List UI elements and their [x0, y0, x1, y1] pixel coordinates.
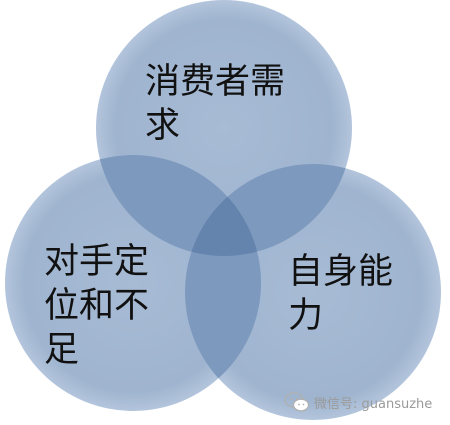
circle-label-line: 消费者需	[145, 62, 286, 102]
circle-label-line: 对手定	[44, 242, 150, 282]
overlap-top-right	[185, 164, 352, 256]
watermark-text: 微信号: guansuzhe	[314, 396, 433, 412]
label-own-capability: 自身能力	[288, 250, 408, 338]
circle-label-line: 力	[288, 296, 324, 336]
circle-label-line: 自身能	[288, 252, 394, 292]
label-competitor-positioning: 对手定位和不足	[44, 240, 164, 372]
circle-label-line: 位和不	[44, 286, 150, 326]
circle-label-line: 求	[145, 106, 181, 146]
wechat-icon	[284, 392, 310, 412]
watermark: 微信号: guansuzhe	[284, 392, 432, 412]
label-consumer-demand: 消费者需求	[145, 60, 297, 148]
overlap-top-left	[96, 155, 261, 256]
circle-label-line: 足	[44, 330, 80, 370]
